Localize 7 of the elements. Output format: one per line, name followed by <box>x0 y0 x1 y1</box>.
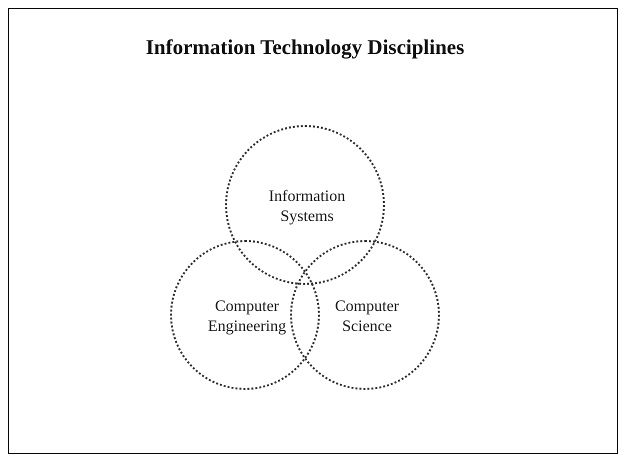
set-label: Computer Engineering <box>206 297 288 337</box>
set-circle <box>225 125 385 285</box>
set-circle <box>170 240 320 390</box>
set-label: Information Systems <box>268 187 346 227</box>
set-label: Computer Science <box>334 297 400 337</box>
diagram-title: Information Technology Disciplines <box>144 34 466 60</box>
set-circle <box>290 240 440 390</box>
